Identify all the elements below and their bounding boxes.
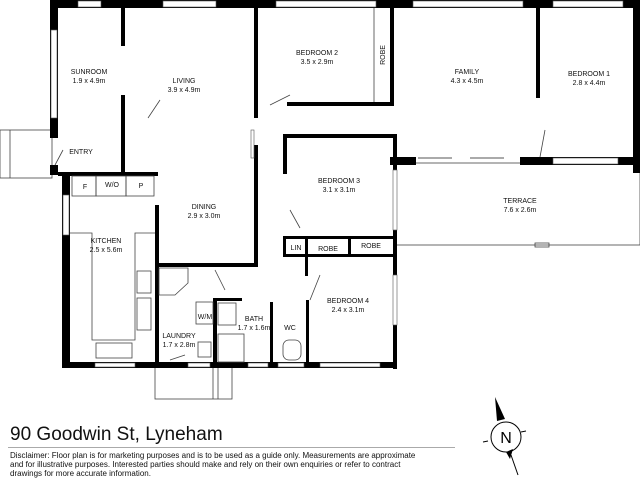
room-terrace-size: 7.6 x 2.6m — [504, 207, 537, 214]
washing-machine — [195, 301, 214, 325]
room-kitchen-size: 2.5 x 5.6m — [90, 247, 123, 254]
room-laundry-name: LAUNDRY — [162, 333, 196, 340]
room-family-name: FAMILY — [455, 69, 480, 76]
room-sunroom-size: 1.9 x 4.9m — [73, 78, 106, 85]
label-linen: LIN — [291, 245, 302, 252]
label-fridge: F — [83, 184, 87, 191]
room-laundry-size: 1.7 x 2.8m — [163, 342, 196, 349]
room-bedroom4-name: BEDROOM 4 — [327, 298, 369, 305]
room-living-size: 3.9 x 4.9m — [168, 87, 201, 94]
label-washing-machine: W/M — [198, 314, 213, 321]
label-entry: ENTRY — [69, 149, 93, 156]
room-bedroom1-name: BEDROOM 1 — [568, 71, 610, 78]
label-robe-bedroom2: ROBE — [380, 45, 387, 65]
entry-porch — [0, 129, 53, 179]
fixtures — [54, 94, 546, 363]
label-robe-1: ROBE — [318, 246, 338, 253]
room-dining-name: DINING — [192, 204, 217, 211]
property-address: 90 Goodwin St, Lyneham — [10, 424, 223, 445]
floor-plan: SUNROOM 1.9 x 4.9m LIVING 3.9 x 4.9m BED… — [0, 0, 640, 400]
disclaimer-line-1: Disclaimer: Floor plan is for marketing … — [10, 451, 416, 460]
room-terrace-name: TERRACE — [503, 198, 537, 205]
room-family-size: 4.3 x 4.5m — [451, 78, 484, 85]
divider — [8, 447, 455, 448]
room-bedroom4-size: 2.4 x 3.1m — [332, 307, 365, 314]
room-bedroom3-name: BEDROOM 3 — [318, 178, 360, 185]
room-bedroom3-size: 3.1 x 3.1m — [323, 187, 356, 194]
compass-north-label: N — [500, 430, 512, 447]
disclaimer-line-2: and for illustrative purposes. Intereste… — [10, 460, 401, 469]
room-kitchen-name: KITCHEN — [91, 238, 122, 245]
rear-porch — [154, 366, 233, 400]
north-compass-icon: N — [482, 397, 527, 476]
label-wall-oven: W/O — [105, 182, 120, 189]
label-wc: WC — [284, 325, 296, 332]
room-bath-size: 1.7 x 1.6m — [238, 325, 271, 332]
room-bedroom2-name: BEDROOM 2 — [296, 50, 338, 57]
room-bath-name: BATH — [245, 316, 263, 323]
disclaimer-line-3: drawings for more accurate information. — [10, 469, 151, 478]
room-living-name: LIVING — [173, 78, 196, 85]
room-bedroom1-size: 2.8 x 4.4m — [573, 80, 606, 87]
room-dining-size: 2.9 x 3.0m — [188, 213, 221, 220]
room-sunroom-name: SUNROOM — [71, 69, 108, 76]
label-pantry: P — [139, 183, 144, 190]
room-bedroom2-size: 3.5 x 2.9m — [301, 59, 334, 66]
label-robe-2: ROBE — [361, 243, 381, 250]
walls — [50, 0, 640, 369]
